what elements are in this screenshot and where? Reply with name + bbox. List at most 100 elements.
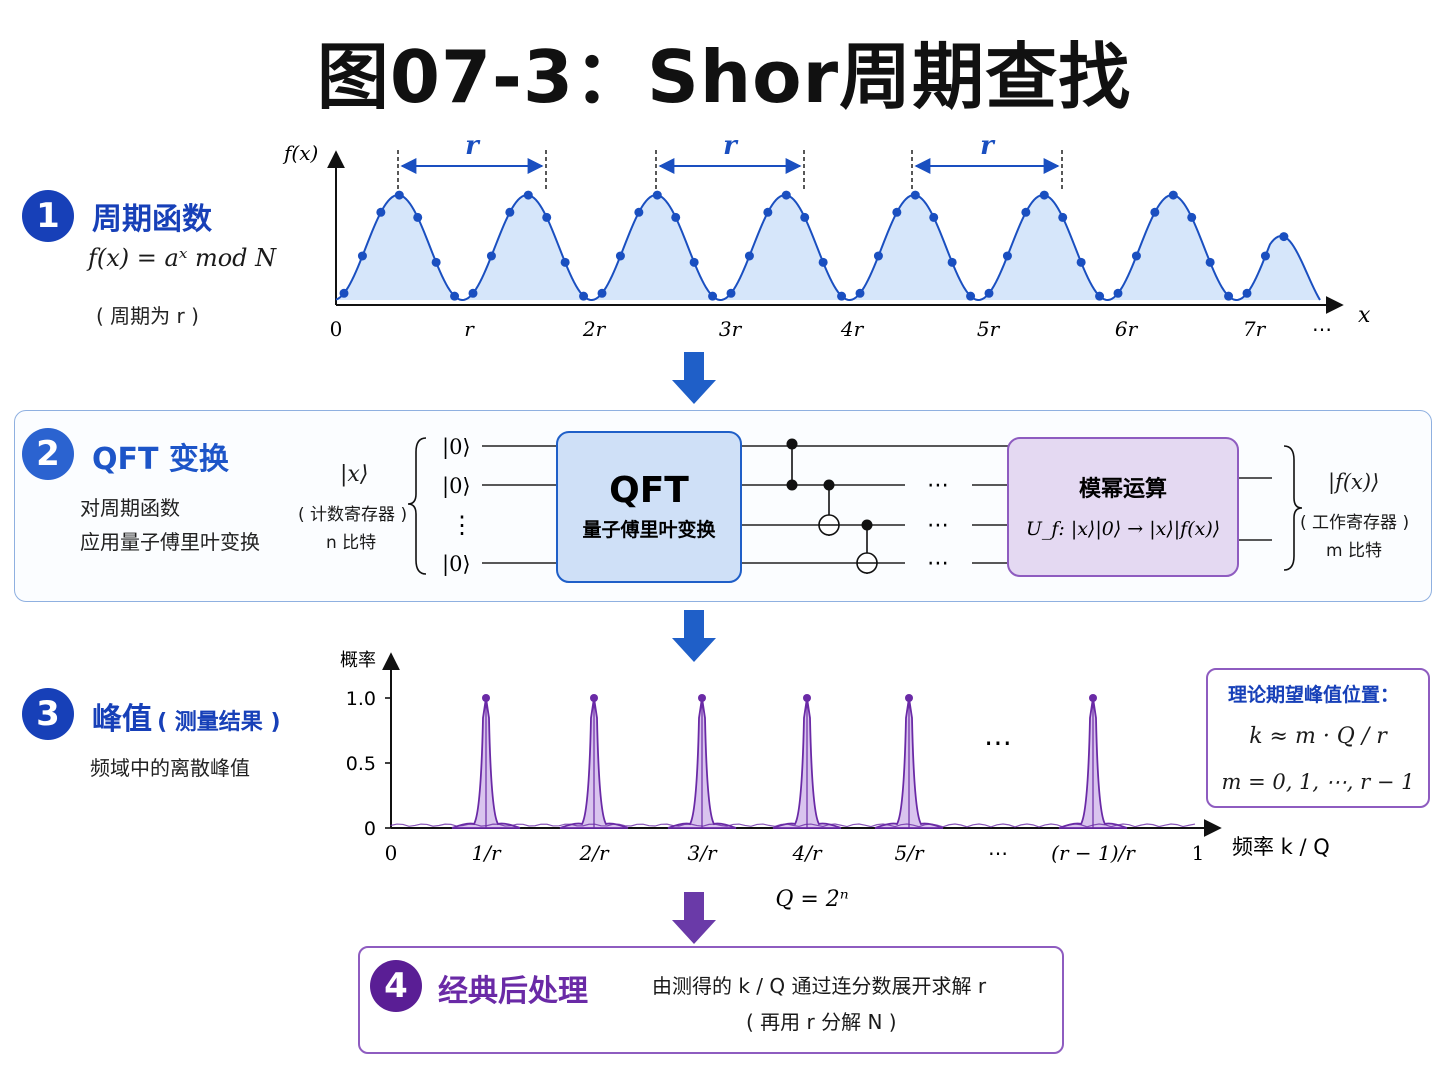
chart-y-ticks: 1.00.50	[346, 688, 391, 840]
plot1-sample-point	[1260, 251, 1270, 261]
step3-badge: 3	[22, 688, 74, 740]
plot1-tick-label: 3r	[719, 317, 743, 341]
plot1-sample-point	[671, 212, 681, 222]
plot1-tick-label: 4r	[840, 317, 865, 341]
plot1-curve-area	[335, 190, 1321, 301]
down-arrow-3	[672, 892, 716, 944]
step3-heading-wrap: 峰值 ( 测量结果 )	[92, 694, 281, 738]
plot1-sample-point	[1039, 190, 1049, 200]
plot1-period-label: r	[723, 131, 739, 161]
chart-y-tick-label: 0	[364, 818, 376, 840]
plot1-sample-point	[523, 190, 533, 200]
input-register-name: ( 计数寄存器 )	[298, 505, 408, 525]
plot1-tick-label: ⋯	[1312, 317, 1332, 341]
plot1-sample-point	[652, 190, 662, 200]
plot1-sample-point	[1058, 212, 1068, 222]
chart-x-tick-label: 1	[1192, 841, 1205, 865]
step4-badge: 4	[370, 960, 422, 1012]
plot1-sample-point	[597, 288, 607, 298]
plot1-sample-point	[966, 291, 976, 301]
plot1-sample-point	[450, 291, 460, 301]
chart-y-tick-label: 1.0	[346, 688, 376, 710]
step4-heading: 经典后处理	[438, 974, 588, 1009]
step4-line2: ( 再用 r 分解 N )	[746, 1010, 897, 1034]
plot1-sample-point	[910, 190, 920, 200]
plot1-sample-point	[357, 251, 367, 261]
qubit-label-1: |0⟩	[442, 435, 471, 460]
plot1-period-label: r	[465, 131, 481, 161]
chart-x-tick-label: 3/r	[687, 841, 717, 865]
plot1-tick-label: r	[464, 317, 475, 341]
circuit-dots-3: ⋯	[927, 551, 949, 576]
plot1-sample-point	[376, 207, 386, 217]
circuit-dots-2: ⋯	[927, 513, 949, 538]
qft-box	[556, 431, 742, 583]
plot1-sample-point	[1187, 212, 1197, 222]
plot1-tick-label: 0	[330, 317, 343, 341]
plot1-sample-point	[708, 291, 718, 301]
chart-peak-point	[803, 694, 811, 702]
step4-line1: 由测得的 k / Q 通过连分数展开求解 r	[652, 974, 987, 998]
down-arrow-2	[672, 610, 716, 662]
chart-peak-point	[590, 694, 598, 702]
output-register-name: ( 工作寄存器 )	[1300, 513, 1410, 533]
plot1-sample-point	[726, 288, 736, 298]
step1-formula: f(x) = aˣ mod N	[88, 244, 277, 272]
step2-desc-line2: 应用量子傅里叶变换	[80, 530, 260, 554]
plot1-sample-point	[984, 288, 994, 298]
circuit-dots-1: ⋯	[927, 473, 949, 498]
plot1-sample-point	[1113, 288, 1123, 298]
input-register-bits: n 比特	[326, 533, 377, 553]
step3-heading: 峰值	[92, 702, 152, 737]
plot1-fill	[336, 195, 1320, 300]
step2-heading: QFT 变换	[92, 442, 229, 477]
plot1-sample-point	[892, 207, 902, 217]
chart-noise-floor	[390, 823, 1196, 828]
step3-desc: 频域中的离散峰值	[90, 756, 250, 780]
plot1-sample-point	[339, 288, 349, 298]
plot1-sample-point	[763, 207, 773, 217]
chart-x-tick-label: ⋯	[988, 841, 1008, 865]
plot1-sample-point	[744, 251, 754, 261]
plot1-sample-point	[560, 257, 570, 267]
control-dot-3	[823, 479, 835, 491]
down-arrow-1	[672, 352, 716, 404]
plot1-sample-point	[837, 291, 847, 301]
expected-peaks-range: m = 0, 1, ⋯, r − 1	[1221, 770, 1415, 794]
chart-xlabel: 频率 k / Q	[1232, 835, 1330, 859]
plot1-sample-point	[929, 212, 939, 222]
postprocessing-panel	[358, 946, 1064, 1054]
expected-peaks-box: 理论期望峰值位置： k ≈ m · Q / r m = 0, 1, ⋯, r −…	[1206, 668, 1430, 808]
qft-box-title: QFT	[609, 470, 689, 511]
plot1-sample-point	[1002, 251, 1012, 261]
control-dot-1	[786, 438, 798, 450]
plot1-xlabel: x	[1358, 303, 1371, 328]
plot1-sample-point	[1095, 291, 1105, 301]
plot1-sample-point	[1021, 207, 1031, 217]
plot1-sample-point	[1131, 251, 1141, 261]
plot1-sample-point	[579, 291, 589, 301]
plot1-sample-point	[1076, 257, 1086, 267]
chart-x-tick-label: 5/r	[894, 841, 924, 865]
chart-spikes	[390, 694, 1196, 829]
plot1-sample-point	[781, 190, 791, 200]
page-title: 图07-3：Shor周期查找	[316, 35, 1132, 119]
plot1-sample-point	[1242, 288, 1252, 298]
step3-heading-sub: ( 测量结果 )	[157, 710, 281, 735]
chart-gap-dots: ⋯	[984, 726, 1012, 759]
chart-peak-point	[905, 694, 913, 702]
qubit-label-4: |0⟩	[442, 552, 471, 577]
control-dot-4	[861, 519, 873, 531]
qubit-label-2: |0⟩	[442, 474, 471, 499]
step1-heading: 周期函数	[92, 202, 212, 237]
plot1-tick-label: 7r	[1243, 317, 1267, 341]
modexp-box	[1007, 437, 1239, 577]
plot1-period-label: r	[980, 131, 996, 161]
chart-x-tick-label: (r − 1)/r	[1051, 841, 1136, 865]
plot1-sample-point	[873, 251, 883, 261]
plot1-sample-point	[505, 207, 515, 217]
qft-box-subtitle: 量子傅里叶变换	[582, 518, 716, 541]
output-register-bits: m 比特	[1326, 541, 1382, 561]
chart-x-tick-label: 4/r	[791, 841, 822, 865]
